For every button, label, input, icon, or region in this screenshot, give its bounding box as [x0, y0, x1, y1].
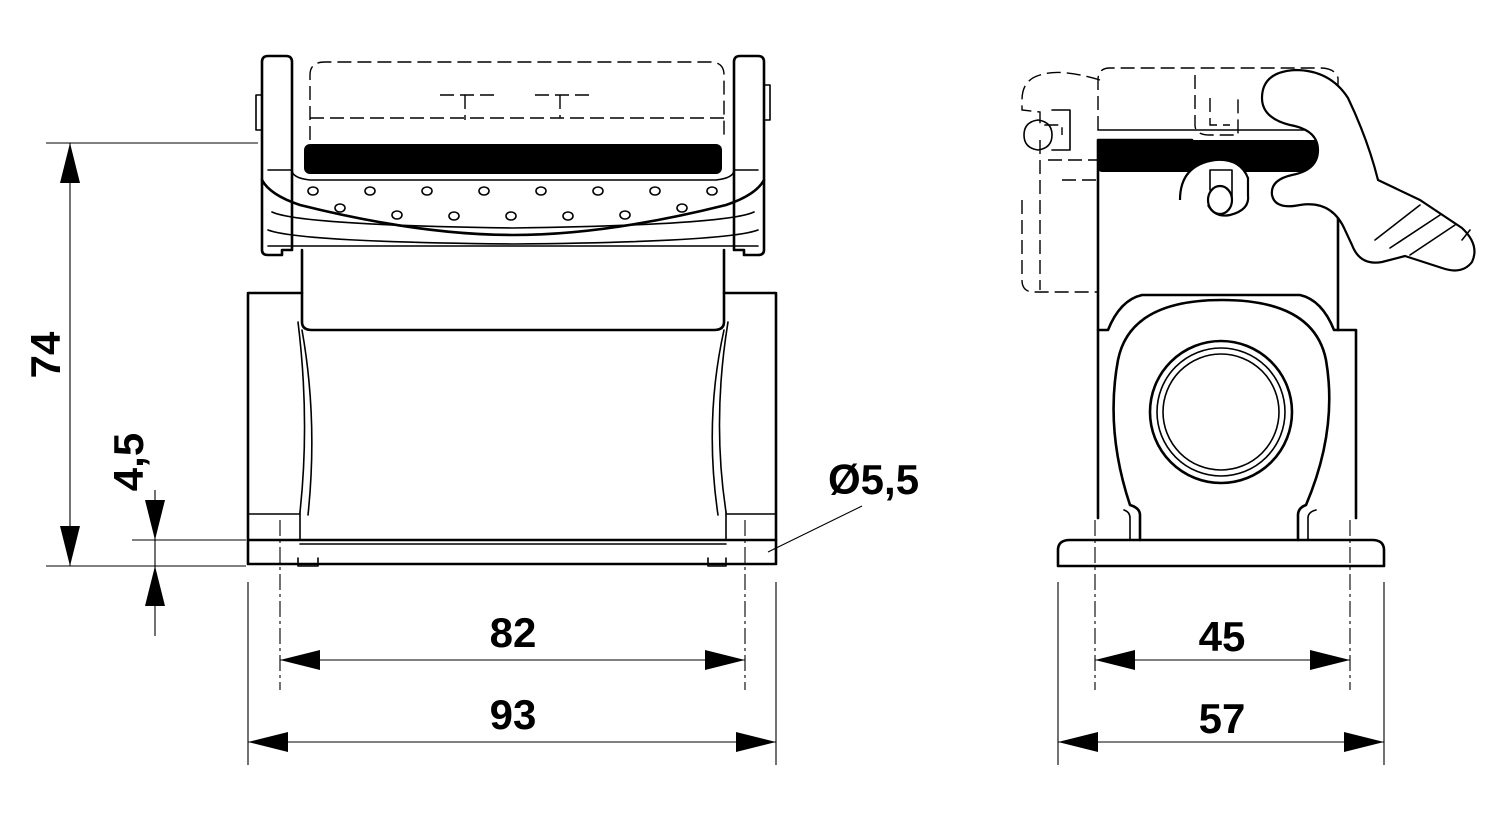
front-lever-right	[732, 54, 766, 257]
side-seal-band	[1098, 140, 1323, 172]
dim-base-thickness: 4,5	[105, 433, 152, 491]
front-lever-left	[260, 54, 294, 257]
front-neck	[300, 248, 726, 332]
side-cable-entry	[1148, 339, 1294, 485]
dimension-lines	[46, 142, 1385, 765]
side-view	[1021, 67, 1476, 690]
front-hood-phantom	[309, 61, 725, 140]
dim-front-hole-spacing: 82	[490, 609, 537, 656]
dim-hole-diameter: Ø5,5	[828, 456, 919, 503]
side-tower	[1096, 293, 1358, 520]
front-seal-band	[304, 144, 722, 174]
side-latch-lever	[1260, 68, 1476, 272]
dim-side-hole-spacing: 45	[1199, 613, 1246, 660]
dim-side-overall-width: 57	[1199, 695, 1246, 742]
front-housing	[246, 291, 778, 542]
front-base-flange	[246, 538, 778, 566]
side-base-flange	[1056, 538, 1386, 568]
front-cover-dots	[307, 186, 718, 221]
front-view	[246, 54, 778, 690]
front-cover-bow	[260, 178, 766, 237]
dim-front-overall-width: 93	[490, 691, 537, 738]
dim-height-total: 74	[22, 331, 69, 378]
